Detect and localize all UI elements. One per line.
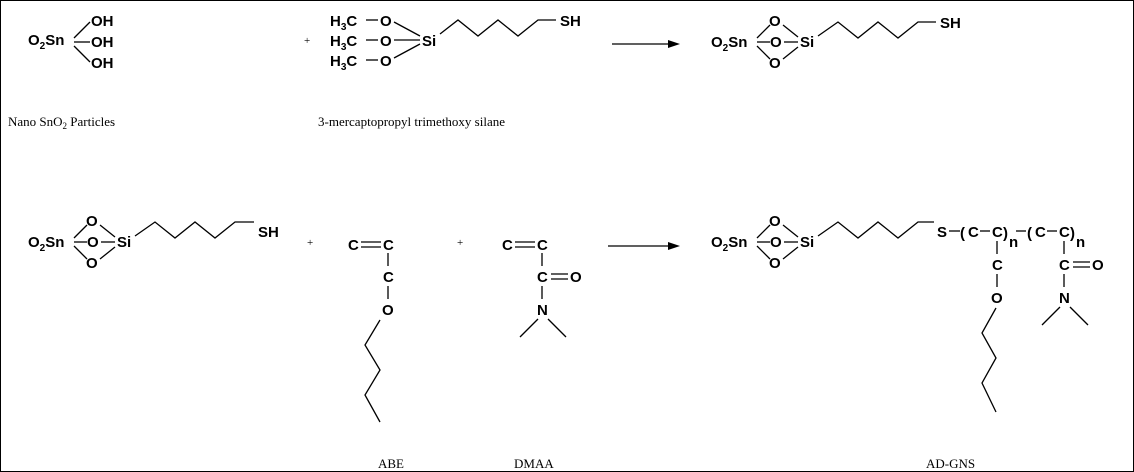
plus-sign: + [457,237,463,249]
svg-text:O: O [991,290,1003,307]
sno2-particles-label: Nano SnO2 Particles [8,114,115,131]
silanized-sno2-reactant-structure: O2Sn O O O Si SH [28,213,279,272]
svg-text:C: C [1059,224,1070,241]
svg-text:O: O [1092,257,1104,274]
svg-text:C: C [383,269,394,286]
svg-text:n: n [1076,234,1085,251]
svg-text:O: O [380,33,392,50]
svg-text:C: C [992,257,1003,274]
svg-text:O: O [769,13,781,30]
svg-text:C: C [502,237,513,254]
plus-sign: + [307,237,313,249]
svg-text:H3C: H3C [330,53,357,73]
svg-text:H3C: H3C [330,33,357,53]
svg-text:C: C [1059,257,1070,274]
plus-sign: + [304,35,310,47]
svg-text:O: O [380,13,392,30]
ad-gns-label: AD-GNS [926,456,975,471]
svg-text:C: C [968,224,979,241]
ad-gns-structure: O2Sn O O O Si S ( C C ) n C O ( C C ) n … [711,213,1104,413]
svg-text:SH: SH [940,15,961,32]
svg-text:H3C: H3C [330,13,357,33]
svg-text:O: O [769,255,781,272]
silanized-sno2-structure: O2Sn O O O Si SH [711,13,961,72]
svg-text:O: O [87,234,99,251]
svg-text:O2Sn: O2Sn [28,32,64,52]
svg-text:N: N [1059,290,1070,307]
svg-text:C: C [537,269,548,286]
svg-text:C: C [537,237,548,254]
svg-text:OH: OH [91,34,114,51]
svg-text:OH: OH [91,55,114,72]
svg-text:O2Sn: O2Sn [711,234,747,254]
reaction-arrow-1 [612,40,680,48]
svg-text:OH: OH [91,13,114,30]
svg-text:O: O [570,269,582,286]
silane-label: 3-mercaptopropyl trimethoxy silane [318,114,505,129]
silane-structure: H3C O H3C O H3C O Si SH [330,13,581,73]
dmaa-structure: C C C O N [502,237,582,338]
svg-text:(: ( [960,225,965,242]
svg-text:C: C [383,237,394,254]
svg-text:O: O [86,213,98,230]
svg-text:N: N [537,302,548,319]
svg-text:O: O [380,53,392,70]
abe-structure: C C C O [348,237,394,423]
svg-text:Si: Si [800,34,814,51]
svg-text:O: O [770,234,782,251]
svg-text:Si: Si [422,33,436,50]
abe-label: ABE [378,456,404,471]
svg-text:n: n [1009,234,1018,251]
svg-text:C: C [348,237,359,254]
svg-text:O2Sn: O2Sn [28,234,64,254]
svg-text:C: C [1035,224,1046,241]
svg-text:SH: SH [258,224,279,241]
svg-text:O: O [769,213,781,230]
svg-text:O: O [382,302,394,319]
dmaa-label: DMAA [514,456,554,471]
svg-text:C: C [992,224,1003,241]
svg-text:(: ( [1027,225,1032,242]
svg-text:S: S [937,224,947,241]
svg-text:O: O [86,255,98,272]
svg-text:): ) [1070,225,1075,242]
svg-text:O: O [770,34,782,51]
svg-text:O: O [769,55,781,72]
reaction-arrow-2 [608,242,680,250]
svg-text:): ) [1003,225,1008,242]
svg-text:SH: SH [560,13,581,30]
svg-text:Si: Si [800,234,814,251]
svg-text:Si: Si [117,234,131,251]
svg-text:O2Sn: O2Sn [711,34,747,54]
sno2-hydroxyl-structure: O2Sn OH OH OH [28,13,114,72]
